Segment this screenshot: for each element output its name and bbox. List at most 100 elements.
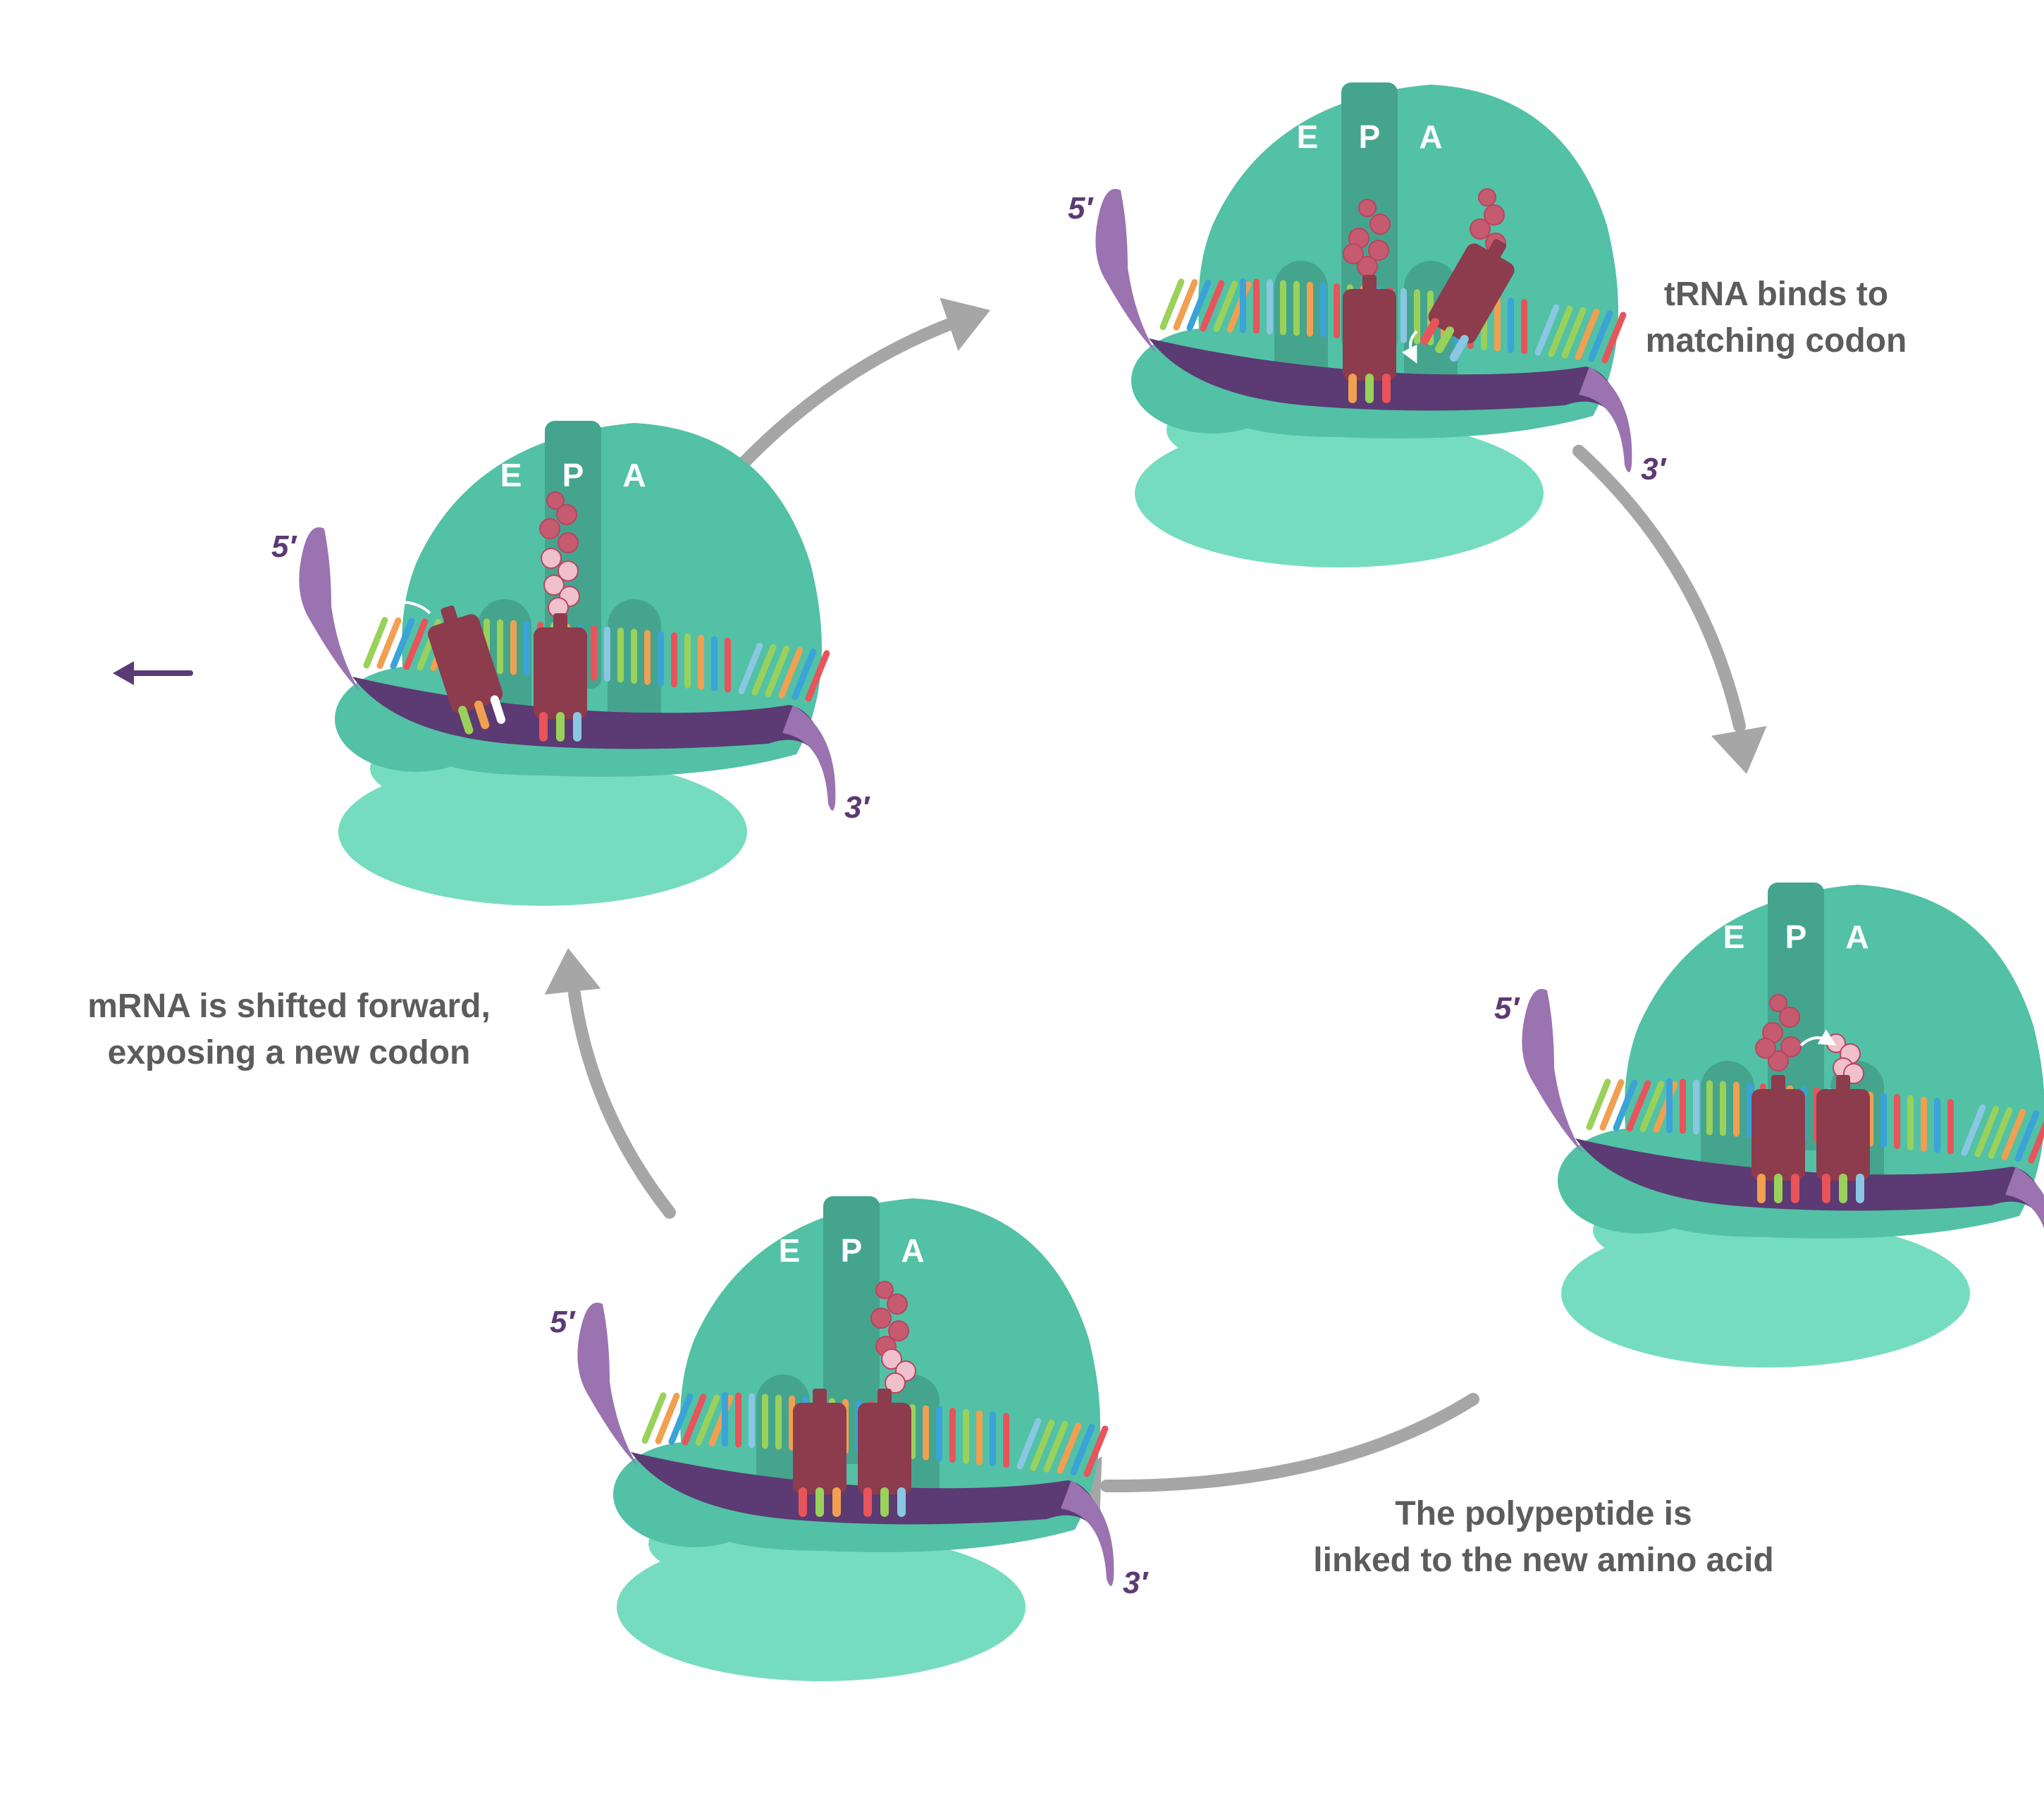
polypeptide-new-end: [541, 548, 580, 618]
trna-body: [1816, 1089, 1870, 1181]
amino-acid: [558, 560, 579, 582]
polypeptide-chain: [1343, 199, 1391, 277]
anticodon-base: [1839, 1174, 1847, 1203]
codon-base: [2028, 1112, 2044, 1164]
codon-base: [1720, 1081, 1726, 1136]
cycle-arrow-shaft: [1572, 445, 1746, 732]
trna-neck: [878, 1389, 892, 1406]
amino-acid: [881, 1348, 902, 1370]
codon-base: [2014, 1110, 2040, 1162]
p-site-label: P: [841, 1232, 863, 1269]
trna-incoming: [1420, 239, 1515, 362]
amino-acid: [1369, 214, 1391, 235]
codon-base: [1907, 1095, 1914, 1150]
codon-base: [1414, 289, 1420, 345]
peptide-transfer-arrow-icon: [1799, 1029, 1837, 1047]
codon-base: [1961, 1104, 1986, 1156]
codon-base: [390, 617, 415, 670]
codon-base: [1253, 278, 1260, 334]
cycle-arrow-icon: [940, 297, 990, 352]
amino-acid: [885, 1372, 906, 1394]
codon-base: [1693, 1079, 1699, 1135]
codon-base: [695, 1394, 720, 1446]
codon-base: [1575, 308, 1600, 360]
caption-trna-binds-line-2: matching codon: [1645, 322, 1907, 359]
codon-base: [644, 629, 651, 685]
trna-exiting: [427, 605, 506, 734]
polypeptide-new-end: [881, 1348, 916, 1394]
codon-base: [1186, 279, 1212, 331]
amino-acid: [558, 532, 579, 553]
codon-base: [1894, 1094, 1900, 1150]
e-site-label: E: [1297, 118, 1319, 155]
trna-body: [858, 1403, 911, 1494]
codon-base: [1016, 1418, 1042, 1470]
anticodon-base: [815, 1487, 824, 1517]
amino-acid: [887, 1293, 908, 1315]
five-prime-label: 5′: [550, 1305, 576, 1339]
amino-acid: [1768, 1050, 1789, 1071]
codon-base: [1508, 297, 1514, 353]
codon-base: [1747, 1082, 1753, 1138]
codon-base: [963, 1408, 969, 1464]
codon-base: [1613, 1079, 1638, 1131]
anticodon-base: [458, 706, 474, 734]
codon-base: [1561, 307, 1587, 359]
trna-body: [534, 627, 587, 719]
exit-arrow-head: [113, 661, 134, 685]
codon-base: [631, 629, 637, 684]
caption-mrna-shifted: mRNA is shifted forward, exposing a new …: [28, 983, 550, 1076]
amino-acid: [1769, 994, 1787, 1012]
anticodon-base: [556, 712, 565, 742]
codon-base: [775, 1394, 782, 1450]
anticodon-base: [1449, 335, 1469, 362]
codon-base: [792, 649, 817, 701]
codon-base: [671, 632, 677, 688]
anticodon-base: [1856, 1174, 1864, 1203]
mrna-3prime-tail: [1579, 367, 1632, 472]
anticodon-base: [799, 1487, 807, 1517]
codon-base: [684, 633, 691, 689]
anticodon-base: [539, 712, 548, 742]
anticodon-base: [474, 700, 490, 730]
p-site-label: P: [1359, 118, 1381, 155]
trna-body: [793, 1403, 846, 1494]
trna-a-site: [1816, 1075, 1870, 1203]
trna-body: [1343, 289, 1396, 381]
cycle-arrow-left: [544, 948, 676, 1219]
anticodon-base: [880, 1487, 889, 1517]
codon-base: [1307, 281, 1313, 337]
codon-base: [749, 1393, 755, 1449]
codon-base: [604, 626, 610, 682]
e-site-label: E: [500, 457, 522, 493]
trna-neck: [1771, 1075, 1785, 1092]
amino-acid: [870, 1308, 892, 1329]
codon-base: [1639, 1081, 1665, 1133]
amino-acid: [1470, 219, 1491, 240]
codon-base: [1240, 278, 1246, 333]
cycle-arrow-top: [723, 297, 990, 484]
caption-polypeptide-linked: The polypeptide is linked to the new ami…: [1240, 1491, 1847, 1584]
codon-base: [1494, 296, 1501, 352]
caption-mrna-shifted-line-2: exposing a new codon: [107, 1034, 471, 1071]
anticodon-base: [1420, 318, 1440, 345]
codon-base: [363, 617, 388, 669]
codon-base: [725, 637, 731, 693]
codon-base: [1599, 1078, 1625, 1131]
a-site-label: A: [1845, 918, 1868, 955]
codon-base: [524, 620, 530, 676]
codon-base: [668, 1393, 694, 1445]
codon-base: [591, 625, 597, 681]
amino-acid: [1484, 204, 1505, 226]
codon-base: [976, 1410, 983, 1465]
codon-base: [1320, 282, 1326, 338]
trna-body: [427, 614, 503, 714]
codon-base: [1733, 1081, 1740, 1137]
trna-exit-arrow-icon: [379, 593, 431, 615]
polypeptide-chain: [870, 1281, 909, 1357]
amino-acid: [888, 1320, 909, 1341]
codon-base: [990, 1411, 996, 1467]
trna-p-site: [534, 613, 587, 742]
